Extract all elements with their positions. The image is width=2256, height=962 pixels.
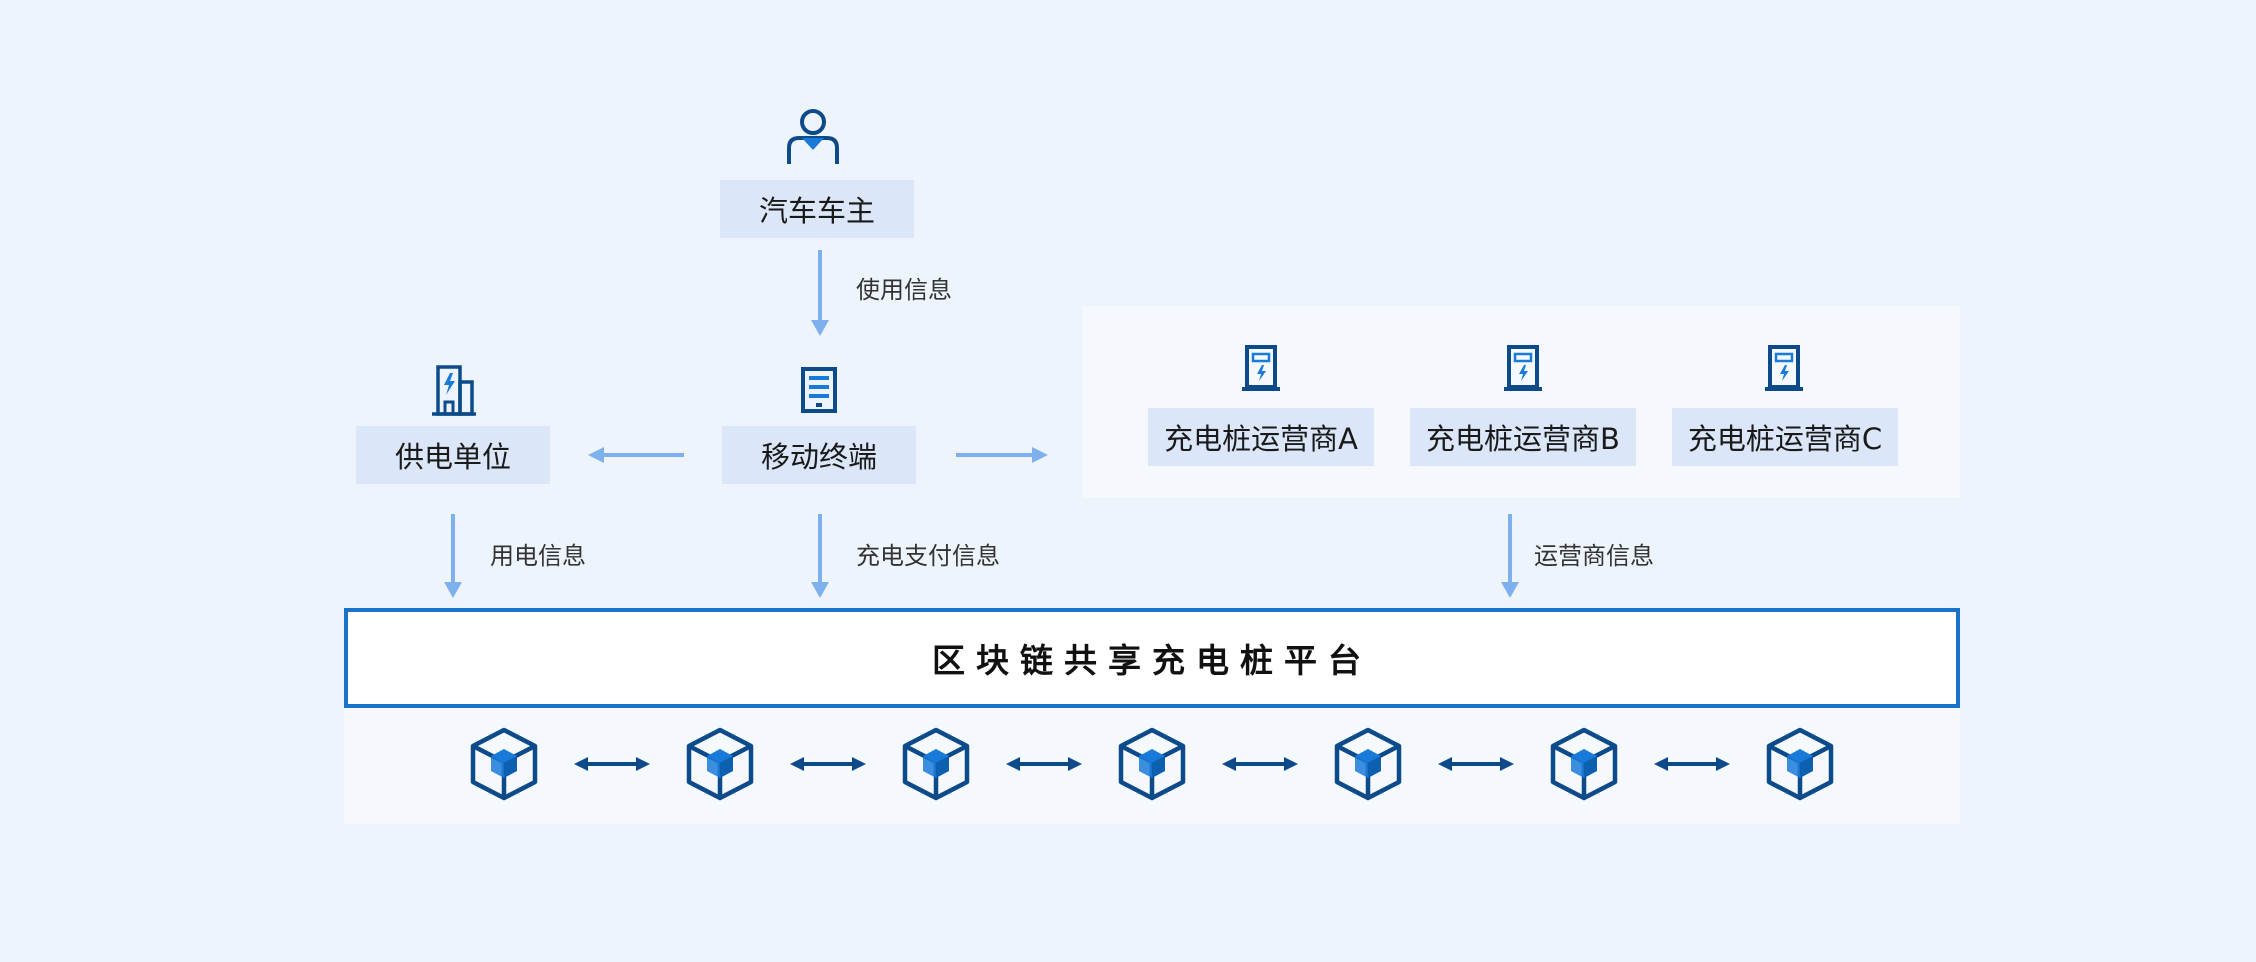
charging-pile-icon [1242, 345, 1280, 391]
double-arrow-icon [1006, 757, 1082, 771]
usage-info-label: 使用信息 [856, 276, 952, 304]
charging-pile-icon [1504, 345, 1542, 391]
car-owner-node: 汽车车主 [720, 180, 914, 238]
power-supplier-node: 供电单位 [356, 426, 550, 484]
cube-block-icon [1766, 727, 1834, 801]
double-arrow-icon [1222, 757, 1298, 771]
power-usage-arrow [444, 514, 462, 598]
double-arrow-icon [1438, 757, 1514, 771]
blockchain-platform: 区块链共享充电桩平台 [344, 608, 1960, 708]
operator-a-node: 充电桩运营商A [1148, 408, 1374, 466]
cube-block-icon [1334, 727, 1402, 801]
cube-block-icon [1550, 727, 1618, 801]
usage-info-arrow [811, 250, 829, 336]
operators-panel [1082, 306, 1960, 498]
power-usage-label: 用电信息 [490, 542, 586, 570]
double-arrow-icon [574, 757, 650, 771]
charge-payment-label: 充电支付信息 [856, 542, 1000, 570]
double-arrow-icon [1654, 757, 1730, 771]
person-icon [787, 109, 839, 164]
charging-pile-icon [1765, 345, 1803, 391]
cube-block-icon [902, 727, 970, 801]
cube-block-icon [1118, 727, 1186, 801]
power-building-icon [432, 365, 476, 416]
operator-info-label: 运营商信息 [1534, 542, 1654, 570]
mobile-terminal-node: 移动终端 [722, 426, 916, 484]
cube-block-icon [686, 727, 754, 801]
operator-c-node: 充电桩运营商C [1672, 408, 1898, 466]
arrow-to-operators [956, 447, 1048, 463]
cube-block-icon [470, 727, 538, 801]
operator-b-node: 充电桩运营商B [1410, 408, 1636, 466]
blockchain-row [344, 708, 1960, 824]
mobile-terminal-icon [801, 367, 837, 413]
charge-payment-arrow [811, 514, 829, 598]
double-arrow-icon [790, 757, 866, 771]
operator-info-arrow [1501, 514, 1519, 598]
arrow-to-power-supplier [588, 447, 684, 463]
